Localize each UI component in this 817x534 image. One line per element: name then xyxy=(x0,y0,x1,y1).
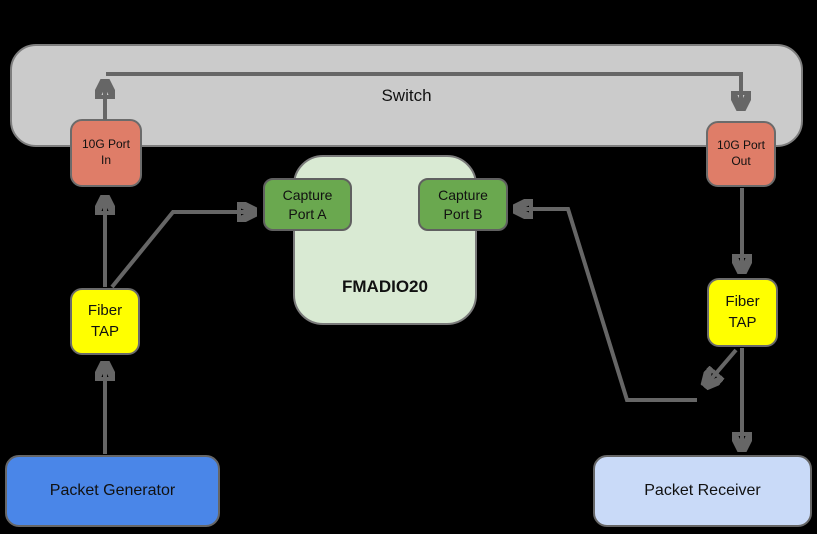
capture-port-a-node: Capture Port A xyxy=(263,178,352,231)
fiber-tap-right-node: Fiber TAP xyxy=(707,278,778,347)
capture-port-b-node: Capture Port B xyxy=(418,178,508,231)
10g-port-out-label-line2: Out xyxy=(731,154,751,168)
switch-label: Switch xyxy=(381,85,432,105)
arrow-fiber-tap-right-tap-feed-icon xyxy=(706,348,738,385)
capture-port-b-label-line1: Capture xyxy=(438,187,488,204)
10g-port-in-node: 10G Port In xyxy=(70,119,142,187)
packet-generator-node: Packet Generator xyxy=(5,455,220,527)
fiber-tap-left-node: Fiber TAP xyxy=(70,288,140,355)
packet-receiver-node: Packet Receiver xyxy=(593,455,812,527)
fmadio20-label: FMADIO20 xyxy=(342,276,428,296)
capture-port-b-label-line2: Port B xyxy=(443,205,483,222)
fiber-tap-right-label-line1: Fiber xyxy=(725,293,760,311)
arrow-fiber-tap-left-to-capture-port-a-icon xyxy=(110,212,254,289)
capture-port-a-label-line1: Capture xyxy=(282,187,333,204)
fiber-tap-right-label-line2: TAP xyxy=(728,313,757,331)
arrow-tap-feed-to-capture-port-b-icon xyxy=(516,209,697,402)
10g-port-out-label-line1: 10G Port xyxy=(716,138,766,153)
packet-receiver-label: Packet Receiver xyxy=(644,482,761,499)
10g-port-out-node: 10G Port Out xyxy=(706,121,776,187)
10g-port-in-label-line2: In xyxy=(100,153,111,167)
packet-generator-label: Packet Generator xyxy=(49,482,176,499)
fiber-tap-left-label-line2: TAP xyxy=(90,322,120,340)
capture-port-a-label-line2: Port A xyxy=(288,205,327,222)
10g-port-in-label-line1: 10G Port xyxy=(81,137,131,152)
fiber-tap-left-label-line1: Fiber xyxy=(87,302,123,320)
